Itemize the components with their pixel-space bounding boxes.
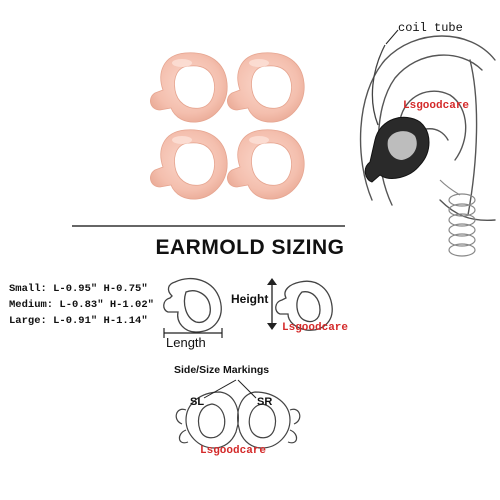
watermark-height: Lsgoodcare (282, 322, 349, 334)
size-large: Large: L-0.91″ H-1.14″ (9, 315, 148, 327)
sr-label: SR (257, 396, 273, 408)
watermark-side: Lsgoodcare (200, 445, 267, 457)
side-size-markings-label: Side/Size Markings (174, 364, 270, 376)
coil-tube-callout: coil tube (398, 21, 463, 35)
size-medium: Medium: L-0.83″ H-1.02″ (9, 299, 154, 311)
length-label: Length (166, 335, 206, 350)
size-small: Small: L-0.95″ H-0.75″ (9, 283, 148, 295)
height-label: Height (231, 292, 269, 306)
sl-label: SL (190, 396, 205, 408)
watermark-ear: Lsgoodcare (403, 100, 470, 112)
size-list: Small: L-0.95″ H-0.75″ Medium: L-0.83″ H… (9, 281, 154, 329)
page-title: EARMOLD SIZING (155, 236, 345, 259)
